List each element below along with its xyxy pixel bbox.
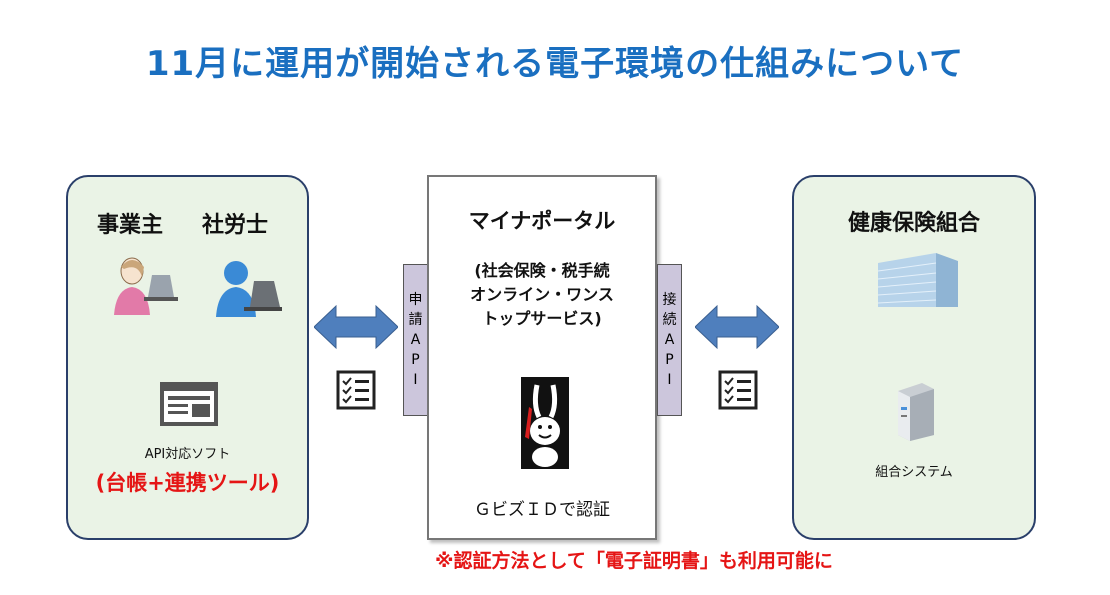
certificate-note: ※認証方法として「電子証明書」も利用可能に: [435, 550, 833, 572]
employer-panel: 事業主 社労士 API対応ソフト (台帳+連携ツール): [66, 175, 309, 540]
service-line: トップサービス): [482, 309, 602, 328]
application-api-tab: 申 請 A P I: [403, 264, 428, 416]
sharoushi-label: 社労士: [202, 213, 269, 238]
double-arrow-icon: [314, 304, 398, 350]
api-software-label: API対応ソフト: [144, 447, 231, 462]
union-system-label: 組合システム: [875, 465, 953, 480]
api-char: P: [665, 352, 674, 368]
checklist-icon: [718, 370, 758, 410]
api-char: 接: [662, 292, 677, 308]
service-description: (社会保険・税手続 オンライン・ワンス トップサービス): [429, 259, 655, 331]
person-at-laptop-icon: [216, 261, 282, 317]
rabbit-mascot-icon: [521, 377, 569, 469]
office-building-icon: [877, 253, 958, 307]
page-title: 11月に運用が開始される電子環境の仕組みについて: [145, 44, 965, 84]
api-char: A: [410, 332, 421, 348]
myna-portal-title: マイナポータル: [468, 209, 616, 233]
api-char: 申: [408, 292, 423, 308]
software-window-icon: [160, 382, 218, 426]
ledger-tool-label: (台帳+連携ツール): [95, 471, 280, 495]
server-icon: [898, 383, 934, 441]
api-char: I: [667, 372, 672, 388]
employer-label: 事業主: [97, 213, 164, 238]
double-arrow-icon: [695, 304, 779, 350]
api-char: P: [411, 352, 420, 368]
checklist-icon: [336, 370, 376, 410]
woman-at-laptop-icon: [114, 257, 178, 315]
api-char: 請: [408, 312, 423, 328]
api-char: 続: [662, 312, 677, 328]
health-insurance-title: 健康保険組合: [847, 211, 980, 236]
connection-api-tab: 接 続 A P I: [657, 264, 682, 416]
service-line: オンライン・ワンス: [470, 285, 614, 304]
api-char: A: [664, 332, 675, 348]
api-char: I: [413, 372, 418, 388]
service-line: (社会保険・税手続: [474, 261, 610, 280]
health-insurance-panel: 健康保険組合 組合システム: [792, 175, 1036, 540]
gbizid-auth-label: ＧビズＩＤで認証: [474, 500, 610, 520]
myna-portal-panel: マイナポータル (社会保険・税手続 オンライン・ワンス トップサービス) Ｇビズ…: [427, 175, 657, 540]
